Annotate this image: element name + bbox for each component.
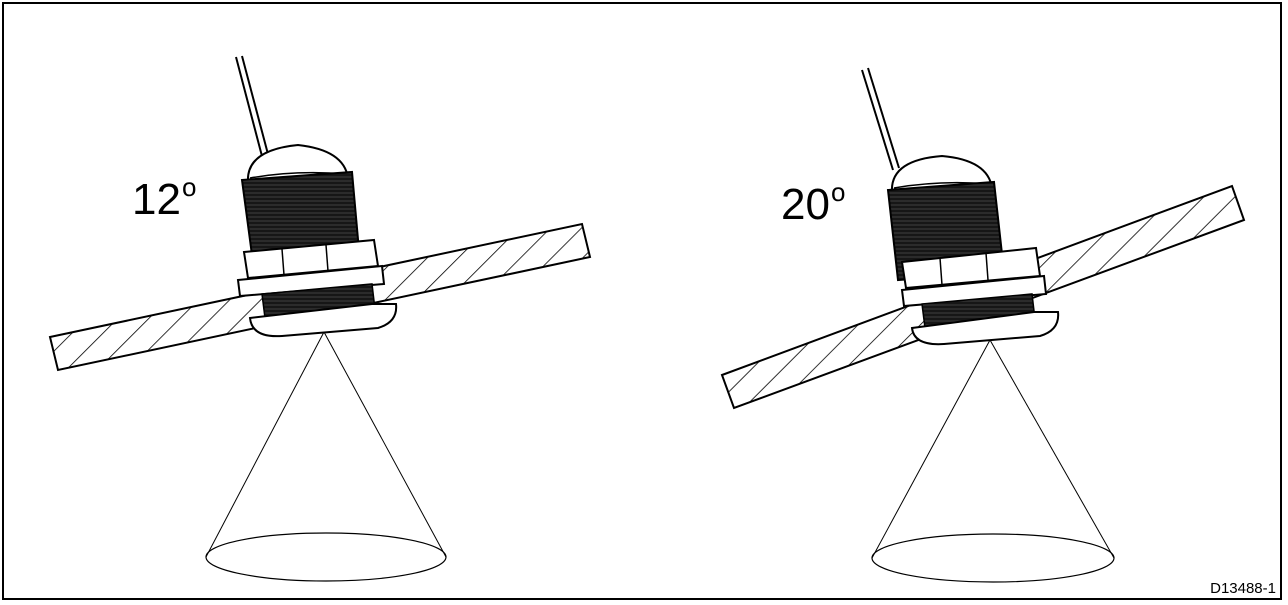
degree-symbol: o bbox=[181, 172, 197, 202]
sonar-beam-right bbox=[871, 339, 1115, 583]
transducer-left bbox=[236, 143, 398, 338]
sonar-beam-left bbox=[205, 331, 447, 582]
transducer-right bbox=[886, 154, 1060, 346]
angle-value: 20 bbox=[781, 180, 830, 229]
view-12-degrees bbox=[48, 55, 592, 582]
drawing-reference: D13488-1 bbox=[1210, 580, 1276, 597]
degree-symbol: o bbox=[830, 177, 846, 207]
cable-left bbox=[235, 55, 270, 161]
angle-value: 12 bbox=[132, 175, 181, 224]
angle-label-12: 12o bbox=[132, 174, 196, 222]
cable-right bbox=[861, 67, 900, 171]
view-20-degrees bbox=[720, 67, 1246, 583]
angle-label-20: 20o bbox=[781, 179, 845, 227]
